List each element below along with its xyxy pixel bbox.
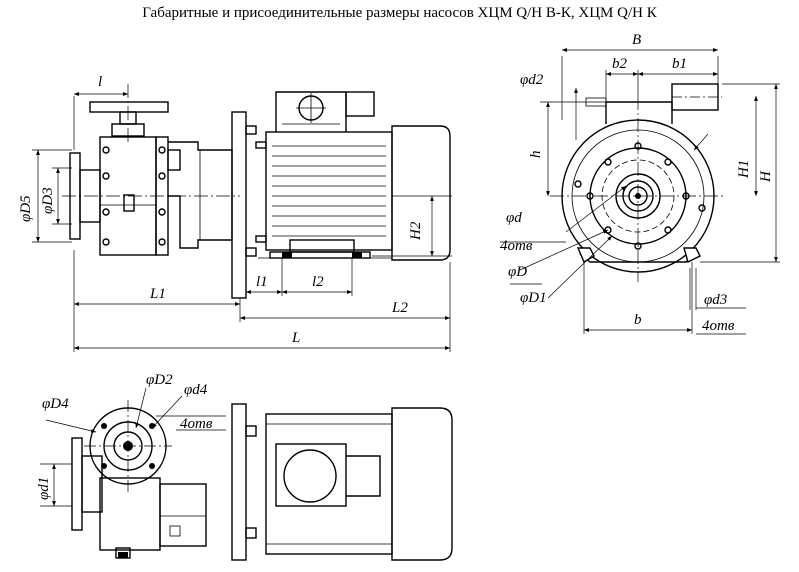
drawing-title: Габаритные и присоединительные размеры н… [142,5,657,21]
discharge-nozzle [605,101,673,124]
label-H2: H2 [408,221,424,241]
label-phid2: φd2 [520,72,544,88]
label-phiD5: φD5 [18,195,34,222]
casing-bolts [102,146,166,246]
label-B: B [632,32,641,48]
motor-body [265,131,393,251]
fan-cover-top [391,407,453,561]
motor-flange-bolts [245,125,267,257]
label-l2: l2 [312,274,324,290]
label-4holes-c: 4отв [180,416,213,432]
handwheel [89,101,169,113]
top-view-dimensions [40,387,226,507]
label-phiD1: φD1 [520,290,547,306]
label-b2: b2 [612,56,628,72]
front-bolt-holes [574,142,706,250]
label-4holes-a: 4отв [500,238,533,254]
motor-cooling-fins [272,145,386,237]
casing-top [99,477,161,551]
front-view-dimensions [500,48,780,335]
label-H1: H1 [736,160,752,179]
label-phiD4: φD4 [42,396,69,412]
top-view [71,400,453,561]
label-4holes-b: 4отв [702,318,735,334]
label-phiD2: φD2 [146,372,173,388]
side-view-dimensions [32,92,452,352]
label-h: h [528,151,544,159]
label-phiD: φD [508,264,527,280]
inlet-flange-top [71,437,83,531]
label-L1: L1 [149,286,166,302]
motor-flange-top [231,403,247,561]
label-phid3: φd3 [704,292,727,308]
label-L2: L2 [391,300,408,316]
label-l: l [98,74,102,90]
label-b1: b1 [672,56,687,72]
motor-flange [231,111,247,299]
label-phid: φd [506,210,522,226]
fan-cover [391,125,451,261]
bracket-top [159,483,207,547]
label-phid4: φd4 [184,382,208,398]
side-view [62,84,451,299]
dimension-labels: l φD5 φD3 L1 l1 l2 H2 L2 L B b2 b1 φd2 h… [18,32,774,500]
bearing-bracket [168,141,233,249]
label-L: L [291,330,300,346]
label-b: b [634,312,642,328]
label-phiD3: φD3 [40,187,56,214]
label-H: H [758,170,774,183]
front-view [550,83,726,282]
terminal-box-top [275,443,347,507]
label-phid1: φd1 [36,477,52,500]
label-l1: l1 [256,274,268,290]
